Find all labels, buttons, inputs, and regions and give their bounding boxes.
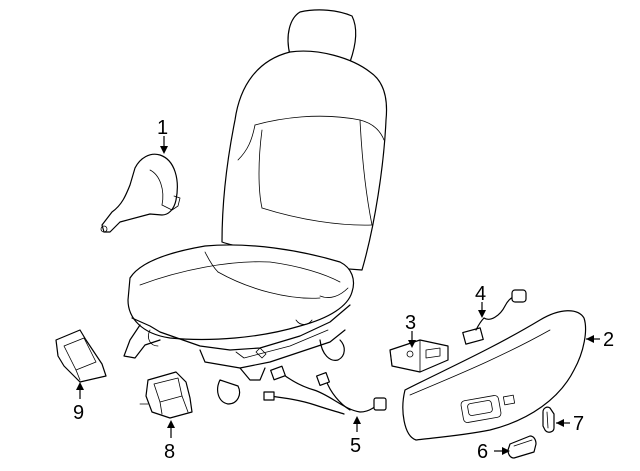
part-3 <box>389 331 449 373</box>
part-2-shape <box>402 310 587 441</box>
part-6 <box>494 435 537 459</box>
seat-frame <box>131 304 351 351</box>
part-2 <box>402 310 600 441</box>
seat-back <box>221 50 388 271</box>
callout-8: 8 <box>164 441 175 463</box>
part-4 <box>462 289 527 345</box>
part-5-wire <box>279 371 381 413</box>
seat-cushion <box>127 244 355 341</box>
part-1 <box>100 136 181 233</box>
callout-2: 2 <box>603 329 614 351</box>
callout-9: 9 <box>73 402 84 424</box>
part-6-shape <box>507 435 537 459</box>
part-7-shape <box>542 406 555 433</box>
seat-assembly <box>123 9 388 405</box>
part-9 <box>55 329 107 399</box>
callout-5: 5 <box>350 435 361 457</box>
part-9-shape <box>55 329 107 383</box>
callout-3: 3 <box>405 312 416 334</box>
part-5 <box>263 365 387 432</box>
callout-4: 4 <box>475 283 486 305</box>
callout-6: 6 <box>477 441 488 463</box>
callout-7: 7 <box>573 413 584 435</box>
part-1-shape <box>101 153 178 233</box>
part-8-shape <box>145 371 193 419</box>
part-8 <box>139 371 193 438</box>
part-7 <box>542 406 570 433</box>
callout-1: 1 <box>157 117 168 139</box>
